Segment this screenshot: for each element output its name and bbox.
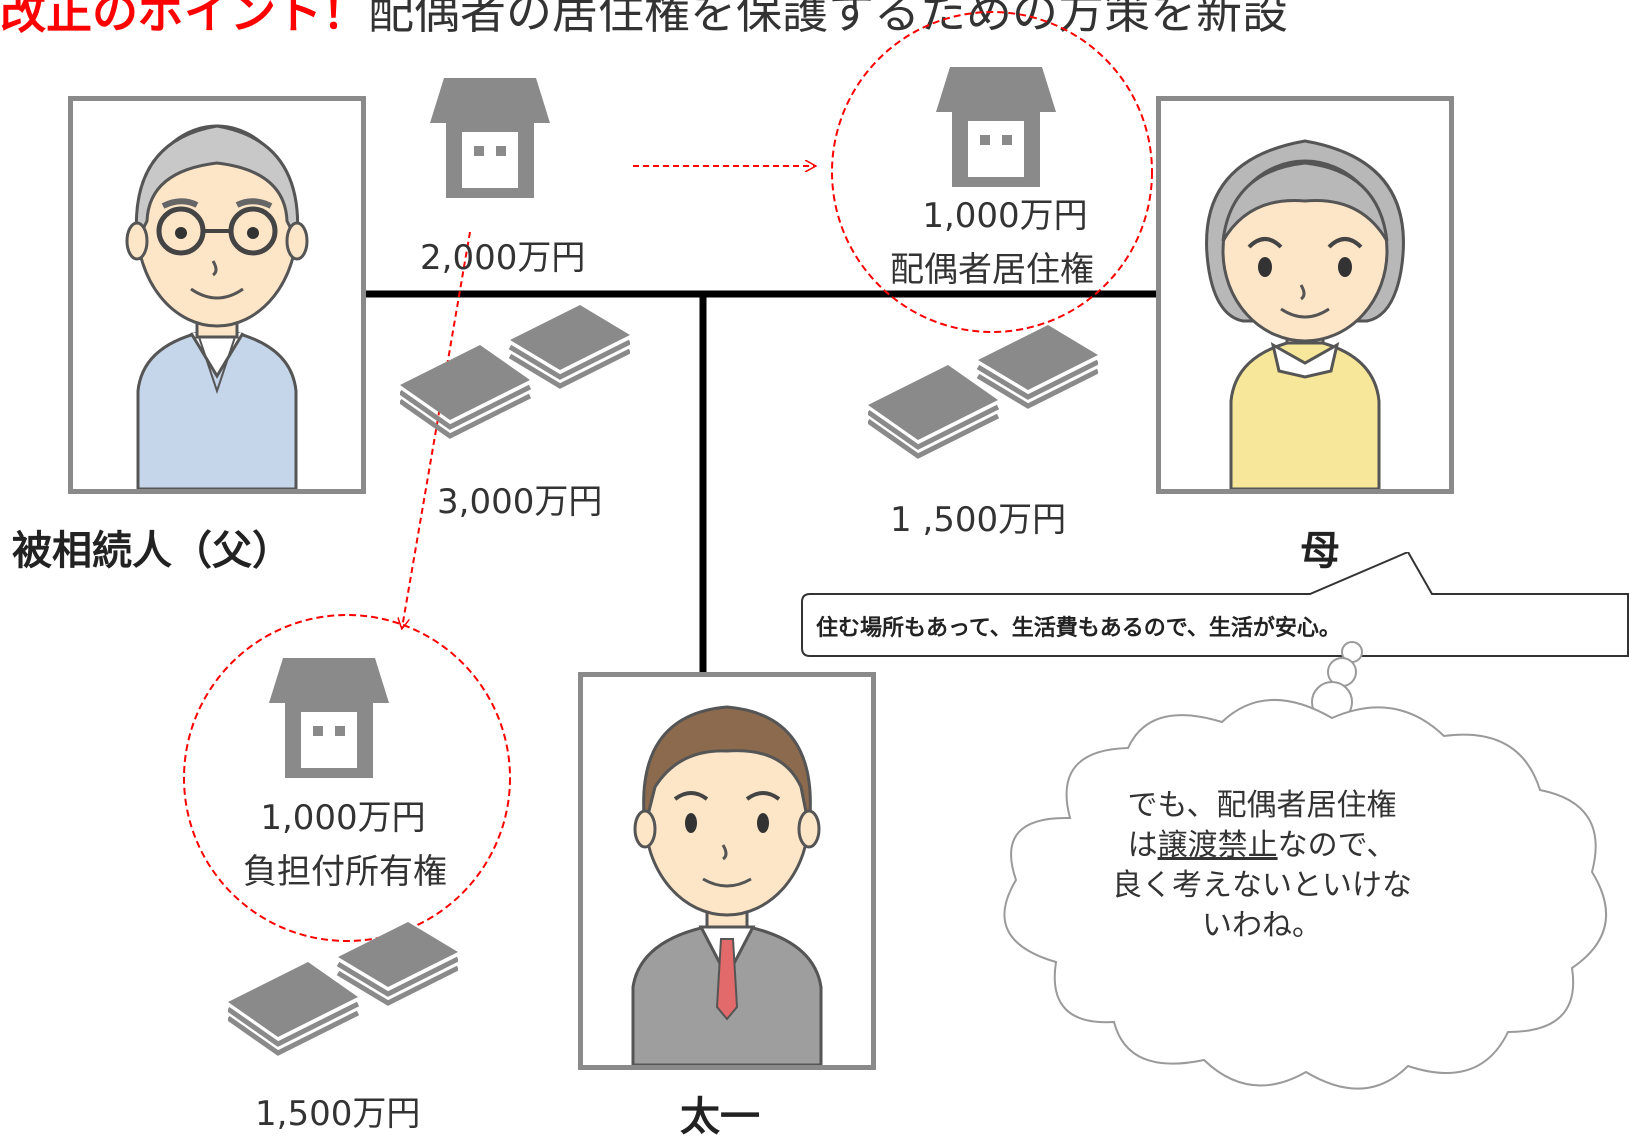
cash-stack-icon [400, 305, 630, 439]
thought-cloud [1003, 641, 1608, 1090]
house-icon [936, 67, 1056, 187]
highlight-circle-son-house [183, 614, 511, 942]
son-cash-amount: 1,500万円 [255, 1094, 421, 1134]
mother-speech-text: 住む場所もあって、生活費もあるので、生活が安心。 [816, 616, 1341, 641]
elderly-woman-illustration [1205, 139, 1405, 491]
transfer-prohibited-emphasis: 譲渡禁止 [1157, 828, 1278, 863]
father-portrait-frame [68, 96, 366, 494]
thought-line-2: は譲渡禁止なので、 [1127, 828, 1397, 863]
father-house-amount: 2,000万円 [420, 238, 586, 278]
mother-name: 母 [1300, 528, 1340, 574]
elderly-man-illustration [125, 124, 309, 491]
father-cash-amount: 3,000万円 [437, 482, 603, 522]
thought-line-1: でも、配偶者居住権 [1127, 788, 1397, 823]
house-icon [269, 658, 389, 778]
highlight-circle-mother-house [831, 11, 1153, 333]
speech-bubble [801, 552, 1629, 657]
son-name: 太一 [680, 1094, 760, 1140]
father-name: 被相続人（父） [12, 528, 292, 574]
businessman-illustration [631, 705, 823, 1067]
spouse-residence-right-label: 配偶者居住権 [890, 250, 1094, 290]
thought-line-4: いわね。 [1202, 908, 1322, 943]
mother-portrait-frame [1156, 96, 1454, 494]
house-icon [430, 78, 550, 198]
cash-stack-icon [868, 325, 1098, 459]
son-house-amount: 1,000万円 [260, 798, 426, 838]
page-title: 改正のポイント！配偶者の居住権を保護するための方策を新設 [0, 0, 1629, 42]
title-key-point: 改正のポイント！ [0, 0, 368, 39]
cash-stack-icon [228, 922, 458, 1056]
mother-cash-amount: 1 ,500万円 [890, 500, 1067, 540]
mother-house-amount: 1,000万円 [922, 196, 1088, 236]
title-description: 配偶者の居住権を保護するための方策を新設 [368, 0, 1288, 39]
encumbered-ownership-label: 負担付所有権 [243, 852, 447, 892]
son-portrait-frame [578, 672, 876, 1070]
thought-line-3: 良く考えないといけな [1112, 868, 1412, 903]
transfer-arrow-to-son [402, 231, 471, 628]
thought-text: でも、配偶者居住権 は譲渡禁止なので、 良く考えないといけな いわね。 [1072, 786, 1452, 946]
